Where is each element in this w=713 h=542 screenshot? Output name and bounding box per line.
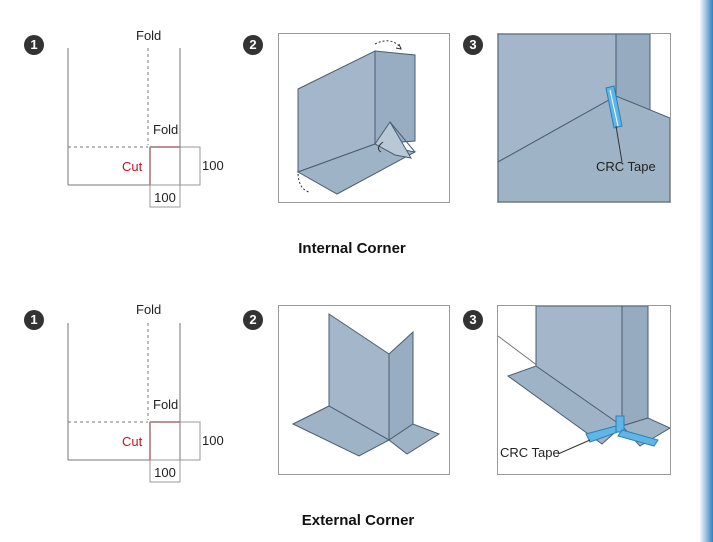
dimension-right: 100 <box>202 158 224 173</box>
internal-corner-title: Internal Corner <box>298 240 406 257</box>
internal-fold-panel <box>278 33 450 203</box>
dimension-bottom: 100 <box>154 465 176 480</box>
step-2-badge: 2 <box>243 35 263 55</box>
cut-label: Cut <box>122 434 143 449</box>
inner-fold-label: Fold <box>153 397 179 412</box>
tape-label: CRC Tape <box>596 159 656 174</box>
internal-tape-panel <box>497 33 671 203</box>
fold-label: Fold <box>136 302 162 317</box>
external-corner-title: External Corner <box>301 512 415 529</box>
cut-pattern-diagram <box>67 48 201 208</box>
internal-tape-illustration <box>498 34 670 202</box>
dimension-bottom: 100 <box>154 190 176 205</box>
dimension-right: 100 <box>202 433 224 448</box>
step-1-badge: 1 <box>24 35 44 55</box>
fold-label: Fold <box>136 28 162 43</box>
external-tape-illustration <box>498 306 670 455</box>
cut-label: Cut <box>122 159 143 174</box>
tape-label: CRC Tape <box>500 445 560 460</box>
step-3-badge: 3 <box>463 310 483 330</box>
step-1-badge: 1 <box>24 310 44 330</box>
external-fold-panel <box>278 305 450 475</box>
step-3-badge: 3 <box>463 35 483 55</box>
right-edge-accent <box>700 0 713 542</box>
external-fold-illustration <box>291 313 441 457</box>
step-2-badge: 2 <box>243 310 263 330</box>
external-tape-panel <box>497 305 671 475</box>
internal-fold-illustration <box>296 40 417 195</box>
cut-pattern-diagram <box>67 323 201 483</box>
inner-fold-label: Fold <box>153 122 179 137</box>
